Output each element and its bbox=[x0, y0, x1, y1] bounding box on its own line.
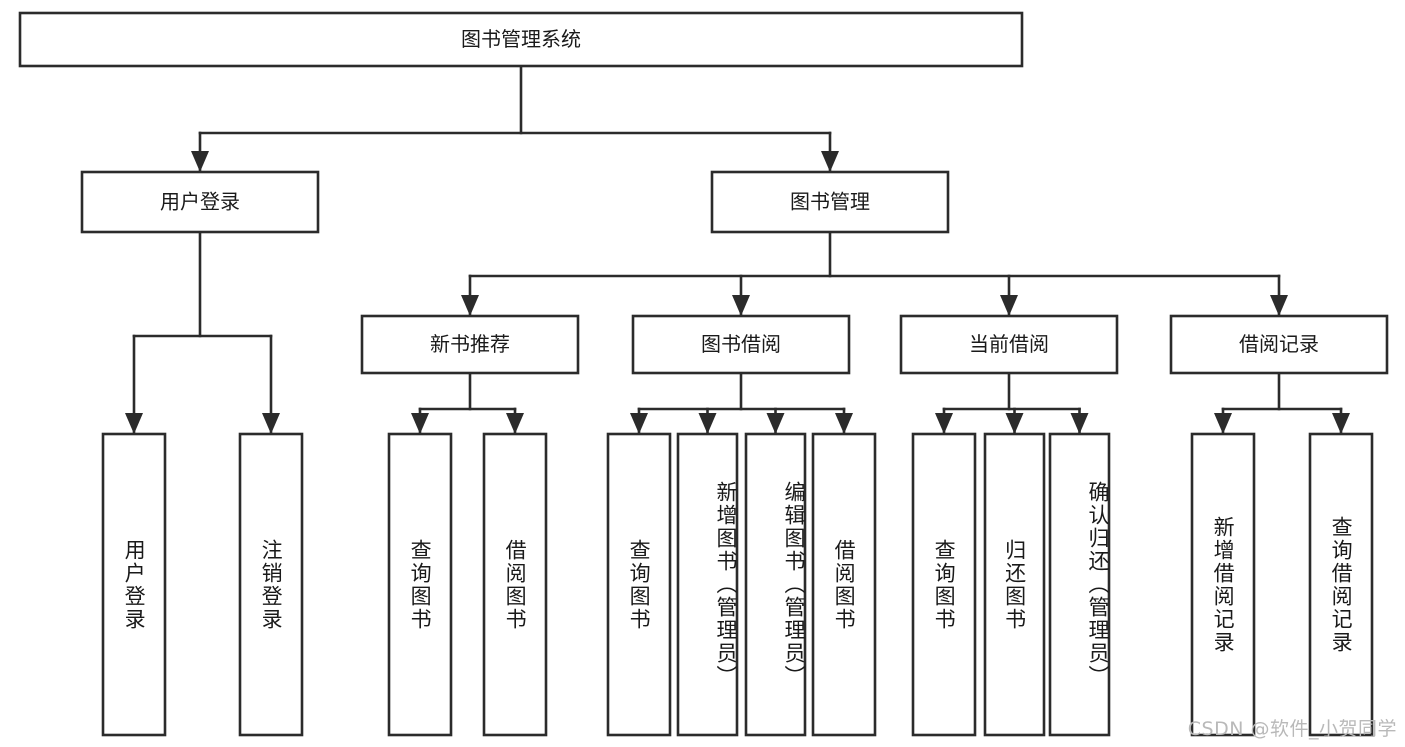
arrow-head-icon bbox=[125, 413, 143, 434]
arrow-head-icon bbox=[835, 413, 853, 434]
node-box[interactable] bbox=[811, 432, 877, 737]
arrow-head-icon bbox=[1000, 295, 1018, 316]
node-leaf-12[interactable] bbox=[1190, 432, 1256, 737]
node-box[interactable] bbox=[606, 432, 672, 737]
node-box[interactable] bbox=[1048, 432, 1111, 737]
arrow-head-icon bbox=[766, 413, 785, 434]
node-label: 图书管理 bbox=[790, 190, 870, 214]
node-leaf-4[interactable] bbox=[482, 432, 548, 737]
watermark-text: CSDN @软件_小贺同学 bbox=[1187, 718, 1397, 740]
node-label: 图书借阅 bbox=[701, 332, 781, 356]
node-leaf-3[interactable] bbox=[387, 432, 453, 737]
node-box[interactable] bbox=[360, 314, 580, 375]
node-box[interactable] bbox=[387, 432, 453, 737]
node-leaf-2[interactable] bbox=[238, 432, 304, 737]
arrow-head-icon bbox=[191, 151, 209, 172]
node-leaf-5[interactable] bbox=[606, 432, 672, 737]
node-box[interactable] bbox=[676, 432, 739, 737]
arrow-head-icon bbox=[1070, 413, 1089, 434]
node-leaf-7[interactable] bbox=[744, 432, 807, 737]
node-box[interactable] bbox=[631, 314, 851, 375]
node-label: 当前借阅 bbox=[969, 332, 1049, 356]
node-box[interactable] bbox=[18, 11, 1024, 68]
node-level2-3[interactable]: 当前借阅 bbox=[899, 314, 1119, 375]
node-level2-1[interactable]: 新书推荐 bbox=[360, 314, 580, 375]
node-box[interactable] bbox=[744, 432, 807, 737]
node-leaf-9[interactable] bbox=[911, 432, 977, 737]
node-box[interactable] bbox=[710, 170, 950, 234]
node-box[interactable] bbox=[101, 432, 167, 737]
node-leaf-11[interactable] bbox=[1048, 432, 1111, 737]
arrow-head-icon bbox=[1270, 295, 1288, 316]
arrow-head-icon bbox=[411, 413, 429, 434]
node-leaf-13[interactable] bbox=[1308, 432, 1374, 737]
arrow-head-icon bbox=[821, 151, 839, 172]
arrow-head-icon bbox=[1005, 413, 1024, 434]
node-label: 图书管理系统 bbox=[461, 27, 581, 51]
node-level1-1[interactable]: 用户登录 bbox=[80, 170, 320, 234]
arrow-head-icon bbox=[461, 295, 479, 316]
node-leaf-10[interactable] bbox=[983, 432, 1046, 737]
arrow-head-icon bbox=[506, 413, 524, 434]
arrow-head-icon bbox=[1332, 413, 1350, 434]
node-label: 用户登录 bbox=[160, 190, 240, 214]
node-level1-2[interactable]: 图书管理 bbox=[710, 170, 950, 234]
arrow-head-icon bbox=[1214, 413, 1232, 434]
node-leaf-1[interactable] bbox=[101, 432, 167, 737]
node-box[interactable] bbox=[899, 314, 1119, 375]
node-leaf-6[interactable] bbox=[676, 432, 739, 737]
node-box[interactable] bbox=[983, 432, 1046, 737]
node-box[interactable] bbox=[482, 432, 548, 737]
arrow-head-icon bbox=[698, 413, 717, 434]
arrow-head-icon bbox=[262, 413, 280, 434]
node-box[interactable] bbox=[1190, 432, 1256, 737]
arrow-head-icon bbox=[630, 413, 648, 434]
connector-layer bbox=[125, 64, 1350, 436]
node-box[interactable] bbox=[238, 432, 304, 737]
node-box[interactable] bbox=[1169, 314, 1389, 375]
arrow-head-icon bbox=[935, 413, 953, 434]
node-label: 借阅记录 bbox=[1239, 332, 1319, 356]
node-root-1[interactable]: 图书管理系统 bbox=[18, 11, 1024, 68]
node-level2-4[interactable]: 借阅记录 bbox=[1169, 314, 1389, 375]
node-box[interactable] bbox=[1308, 432, 1374, 737]
node-box[interactable] bbox=[911, 432, 977, 737]
node-box[interactable] bbox=[80, 170, 320, 234]
node-label: 新书推荐 bbox=[430, 332, 510, 356]
node-leaf-8[interactable] bbox=[811, 432, 877, 737]
node-level2-2[interactable]: 图书借阅 bbox=[631, 314, 851, 375]
arrow-head-icon bbox=[732, 295, 750, 316]
